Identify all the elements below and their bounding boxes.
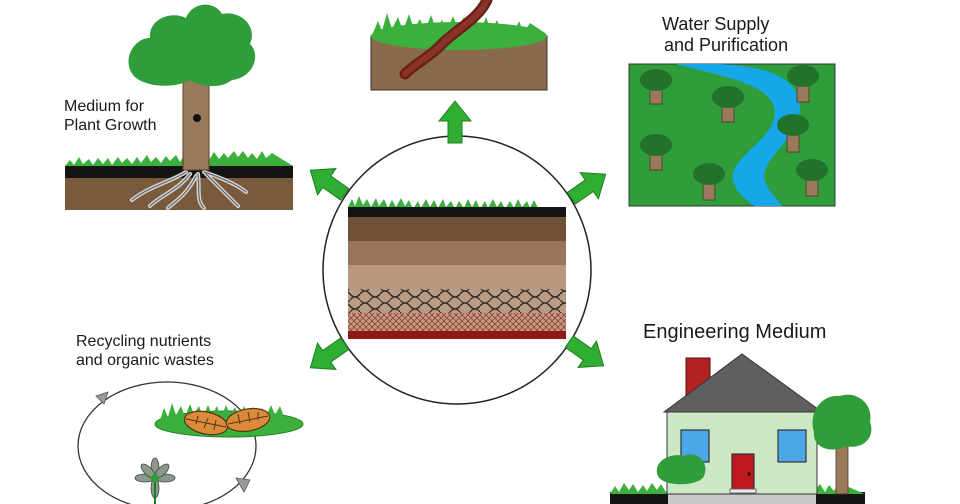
river-landscape-icon <box>628 63 836 207</box>
tree-roots-icon <box>65 4 293 210</box>
soil-profile-icon <box>322 135 592 405</box>
earthworm-habitat-icon <box>370 0 548 91</box>
label-recycling-line2: and organic wastes <box>76 351 214 369</box>
arrow-down-right <box>564 335 605 368</box>
label-water-supply-line1: Water Supply <box>662 14 770 34</box>
label-plant-growth: Medium for Plant Growth <box>64 98 156 136</box>
label-plant-growth-line1: Medium for <box>64 98 145 115</box>
river-trees <box>640 65 828 201</box>
nutrient-cycle-icon <box>77 381 304 504</box>
leaf-icon <box>225 407 271 433</box>
arrow-up-left <box>309 168 350 201</box>
house-icon <box>610 353 872 504</box>
arrow-down-left <box>309 337 350 370</box>
label-recycling: Recycling nutrients and organic wastes <box>76 333 214 371</box>
label-plant-growth-line2: Plant Growth <box>64 116 157 134</box>
label-recycling-line1: Recycling nutrients <box>76 333 212 350</box>
label-water-supply-line2: and Purification <box>664 35 789 56</box>
flower-icon <box>134 457 176 504</box>
arrow-up-right <box>566 172 607 205</box>
arrow-up <box>437 100 473 144</box>
leaf-icon <box>183 410 229 436</box>
label-engineering: Engineering Medium <box>643 321 826 345</box>
label-water-supply: Water Supply and Purification <box>662 14 788 56</box>
label-engineering-line1: Engineering Medium <box>643 321 827 343</box>
